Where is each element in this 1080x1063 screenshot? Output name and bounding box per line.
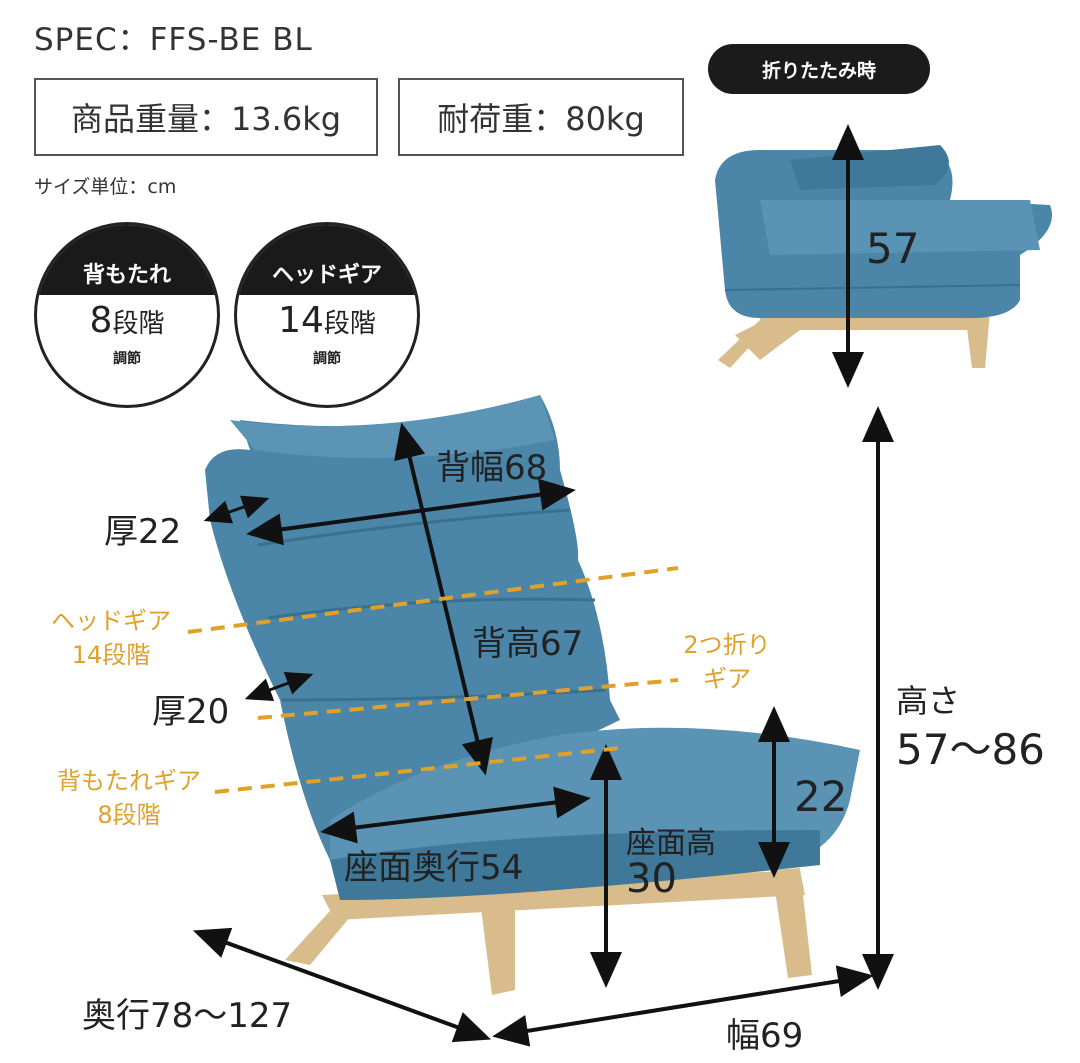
thickness-top-label: 厚22 bbox=[104, 512, 182, 552]
badge-sub: 調節 bbox=[113, 351, 141, 367]
fold-gear-line1: 2つ折り bbox=[683, 631, 771, 659]
width-arrow bbox=[492, 965, 874, 1047]
folded-chair bbox=[715, 145, 1052, 368]
back-gear-line1: 背もたれギア bbox=[57, 767, 201, 795]
head-gear-line2: 14段階 bbox=[71, 641, 151, 669]
thickness-mid-arrow bbox=[244, 671, 314, 702]
fold-gear-line2: ギア bbox=[703, 665, 751, 693]
folded-height-label: 57 bbox=[866, 224, 920, 273]
fold-gear-note: 2つ折り ギア bbox=[672, 628, 782, 696]
back-height-label: 背高67 bbox=[472, 624, 584, 664]
head-gear-line1: ヘッドギア bbox=[51, 607, 171, 635]
badge-number: 14 bbox=[278, 300, 324, 341]
load-capacity-box: 耐荷重：80kg bbox=[398, 78, 684, 156]
seat-depth-arrow bbox=[320, 786, 591, 844]
badge-title: ヘッドギア bbox=[237, 225, 417, 295]
backrest-badge: 背もたれ 8段階 調節 bbox=[34, 222, 220, 408]
fold-gear-line bbox=[257, 678, 679, 720]
width-label: 幅69 bbox=[726, 1016, 804, 1056]
thickness-mid-label: 厚20 bbox=[152, 692, 230, 732]
back-gear-note: 背もたれギア 8段階 bbox=[34, 764, 224, 832]
thickness-top-arrow bbox=[203, 495, 270, 524]
seat-height-label: 座面高 bbox=[626, 826, 716, 861]
seat-depth-label: 座面奥行54 bbox=[344, 848, 524, 888]
spec-title: SPEC：FFS-BE BL bbox=[34, 22, 313, 58]
back-width-arrow bbox=[246, 478, 576, 546]
cushion-label: 22 bbox=[794, 772, 848, 821]
size-unit-note: サイズ単位：cm bbox=[34, 176, 177, 198]
badge-suffix: 段階 bbox=[323, 309, 376, 339]
badge-number: 8 bbox=[89, 300, 113, 341]
product-weight-box: 商品重量：13.6kg bbox=[34, 78, 378, 156]
badge-sub: 調節 bbox=[313, 351, 341, 367]
depth-label: 奥行78〜127 bbox=[82, 996, 293, 1036]
seat-height-value: 30 bbox=[626, 856, 677, 902]
depth-arrow bbox=[192, 927, 492, 1043]
head-gear-note: ヘッドギア 14段階 bbox=[26, 604, 196, 672]
head-gear-line bbox=[187, 566, 679, 634]
headgear-badge: ヘッドギア 14段階 調節 bbox=[234, 222, 420, 408]
badge-suffix: 段階 bbox=[112, 309, 165, 339]
back-gear-line2: 8段階 bbox=[97, 801, 161, 829]
height-value: 57〜86 bbox=[896, 725, 1045, 774]
folded-label: 折りたたみ時 bbox=[708, 44, 930, 94]
back-width-label: 背幅68 bbox=[436, 448, 548, 488]
height-label: 高さ bbox=[896, 682, 961, 720]
